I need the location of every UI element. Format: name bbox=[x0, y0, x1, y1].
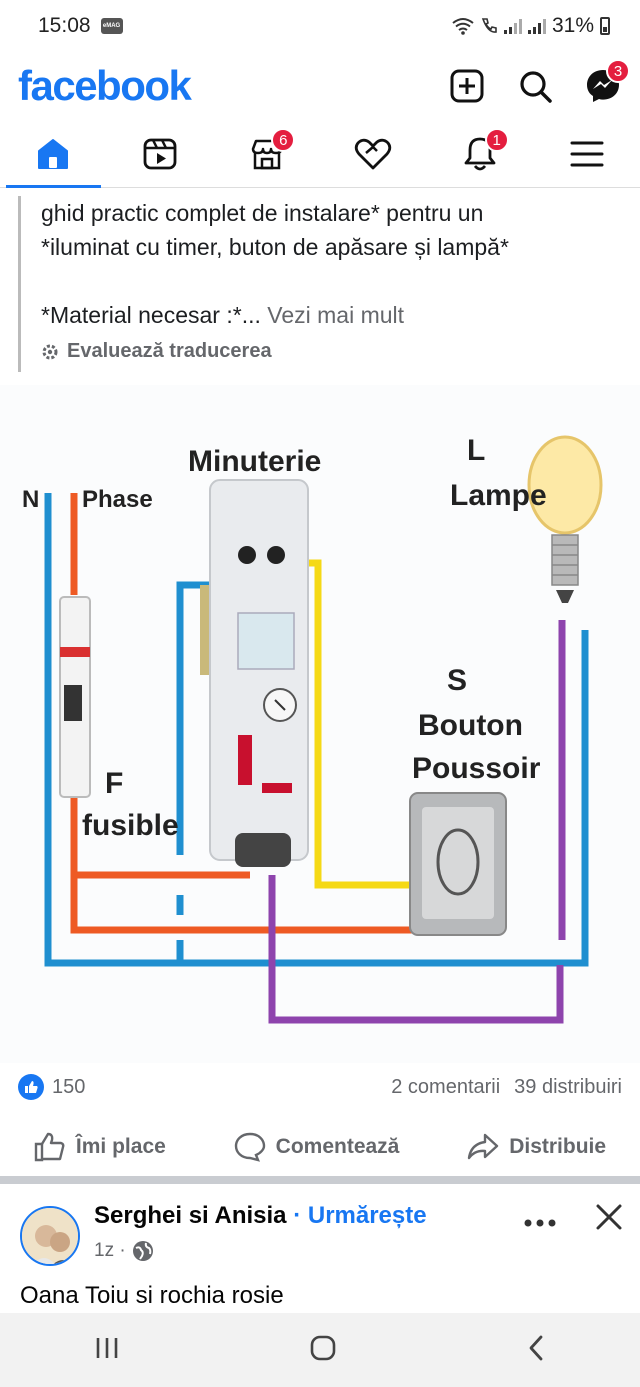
share-label: Distribuie bbox=[509, 1135, 607, 1158]
like-label: Îmi place bbox=[75, 1135, 166, 1158]
rate-translation-label: Evaluează traducerea bbox=[67, 340, 272, 362]
create-post-button[interactable] bbox=[448, 67, 486, 105]
status-time: 15:08 bbox=[38, 14, 91, 37]
notifications-badge: 1 bbox=[484, 128, 509, 152]
tab-home[interactable] bbox=[0, 120, 107, 188]
diagram-label-s: S bbox=[447, 664, 467, 697]
search-button[interactable] bbox=[516, 67, 554, 105]
diagram-label-f: F bbox=[105, 767, 123, 800]
tab-menu[interactable] bbox=[533, 120, 640, 187]
heart-icon bbox=[355, 138, 392, 169]
battery-percent: 31% bbox=[551, 14, 594, 37]
close-icon bbox=[596, 1204, 622, 1230]
like-button[interactable]: Îmi place bbox=[34, 1132, 166, 1162]
diagram-label-fusible: fusible bbox=[82, 809, 179, 842]
thumbs-up-icon bbox=[34, 1132, 65, 1162]
status-bar: 15:08 eMAG 31% bbox=[0, 0, 640, 52]
like-reaction-icon bbox=[18, 1074, 44, 1100]
plus-icon bbox=[450, 69, 484, 103]
comment-label: Comentează bbox=[275, 1135, 400, 1158]
emag-notification-icon: eMAG bbox=[100, 18, 123, 34]
back-icon bbox=[529, 1335, 543, 1360]
globe-icon bbox=[132, 1241, 153, 1261]
post-time[interactable]: 1z · bbox=[94, 1240, 126, 1261]
search-icon bbox=[520, 71, 552, 103]
tab-dating[interactable] bbox=[320, 120, 427, 187]
home-icon bbox=[38, 138, 69, 169]
tab-video[interactable] bbox=[107, 120, 214, 187]
share-button[interactable]: Distribuie bbox=[467, 1132, 606, 1162]
android-nav-bar bbox=[0, 1313, 640, 1387]
wiring-diagram: N Phase Minuterie L Lampe S Bouton Pouss… bbox=[0, 385, 640, 1063]
more-options-button[interactable] bbox=[524, 1202, 556, 1236]
next-post: Serghei si Anisia · Urmărește 1z · Oana … bbox=[0, 1184, 640, 1314]
post-text-line-1: ghid practic complet de instalare* pentr… bbox=[41, 200, 484, 226]
marketplace-badge: 6 bbox=[271, 128, 296, 152]
share-icon bbox=[468, 1133, 499, 1160]
messenger-button[interactable]: 3 bbox=[584, 59, 630, 105]
author-avatar[interactable] bbox=[20, 1206, 80, 1266]
post-text-material: *Material necesar :*... bbox=[41, 302, 261, 328]
follow-button[interactable]: Urmărește bbox=[307, 1202, 427, 1229]
app-header: facebook 3 bbox=[0, 52, 640, 120]
tab-notifications[interactable]: 1 bbox=[427, 120, 534, 187]
recent-apps-button[interactable] bbox=[94, 1336, 120, 1365]
facebook-logo[interactable]: facebook bbox=[18, 62, 192, 109]
post-image[interactable]: N Phase Minuterie L Lampe S Bouton Pouss… bbox=[0, 385, 640, 1063]
post-text: ghid practic complet de instalare* pentr… bbox=[18, 196, 628, 372]
comment-icon bbox=[234, 1132, 265, 1162]
post-text-line-2: *iluminat cu timer, buton de apăsare și … bbox=[41, 234, 509, 260]
diagram-label-minuterie: Minuterie bbox=[188, 445, 321, 478]
follow-separator: · bbox=[293, 1202, 302, 1229]
comment-button[interactable]: Comentează bbox=[234, 1132, 400, 1162]
diagram-label-lampe: Lampe bbox=[450, 479, 547, 512]
wifi-icon bbox=[452, 18, 474, 35]
author-name[interactable]: Serghei si Anisia bbox=[94, 1202, 287, 1229]
likes-count[interactable]: 150 bbox=[52, 1075, 86, 1098]
post-actions: Îmi place Comentează Distribuie bbox=[0, 1118, 640, 1184]
reactions-summary: 150 2 comentarii 39 distribuiri bbox=[18, 1070, 622, 1104]
home-nav-icon bbox=[310, 1335, 336, 1360]
rate-translation-link[interactable]: Evaluează traducerea bbox=[41, 340, 628, 363]
diagram-label-phase: Phase bbox=[82, 486, 153, 513]
signal-icon-2 bbox=[527, 18, 546, 34]
see-more-link[interactable]: Vezi mai mult bbox=[267, 302, 405, 328]
author-line: Serghei si Anisia · Urmărește bbox=[94, 1202, 427, 1230]
home-nav-button[interactable] bbox=[309, 1334, 337, 1367]
diagram-label-poussoir: Poussoir bbox=[412, 752, 541, 785]
post-text-line-3: *Material necesar :*... Vezi mai mult bbox=[41, 298, 628, 332]
diagram-label-l: L bbox=[467, 434, 485, 467]
recent-apps-icon bbox=[97, 1337, 118, 1358]
video-icon bbox=[143, 138, 177, 169]
gear-icon bbox=[42, 344, 58, 359]
messenger-badge: 3 bbox=[606, 59, 630, 83]
next-post-caption: Oana Toiu si rochia rosie bbox=[20, 1282, 284, 1309]
shares-count[interactable]: 39 distribuiri bbox=[514, 1075, 622, 1098]
post-meta: 1z · bbox=[94, 1240, 154, 1262]
comments-count[interactable]: 2 comentarii bbox=[391, 1075, 501, 1098]
tab-marketplace[interactable]: 6 bbox=[213, 120, 320, 187]
wifi-call-icon bbox=[481, 18, 497, 33]
battery-icon bbox=[600, 17, 610, 35]
menu-icon bbox=[570, 141, 604, 166]
marketplace-icon bbox=[251, 139, 282, 169]
hide-post-button[interactable] bbox=[594, 1202, 624, 1237]
main-nav-tabs: 6 1 bbox=[0, 120, 640, 188]
signal-icon-1 bbox=[503, 18, 522, 34]
diagram-label-bouton: Bouton bbox=[418, 709, 523, 742]
diagram-label-n: N bbox=[22, 486, 39, 513]
back-button[interactable] bbox=[526, 1334, 546, 1367]
more-dots-icon bbox=[524, 1219, 556, 1227]
